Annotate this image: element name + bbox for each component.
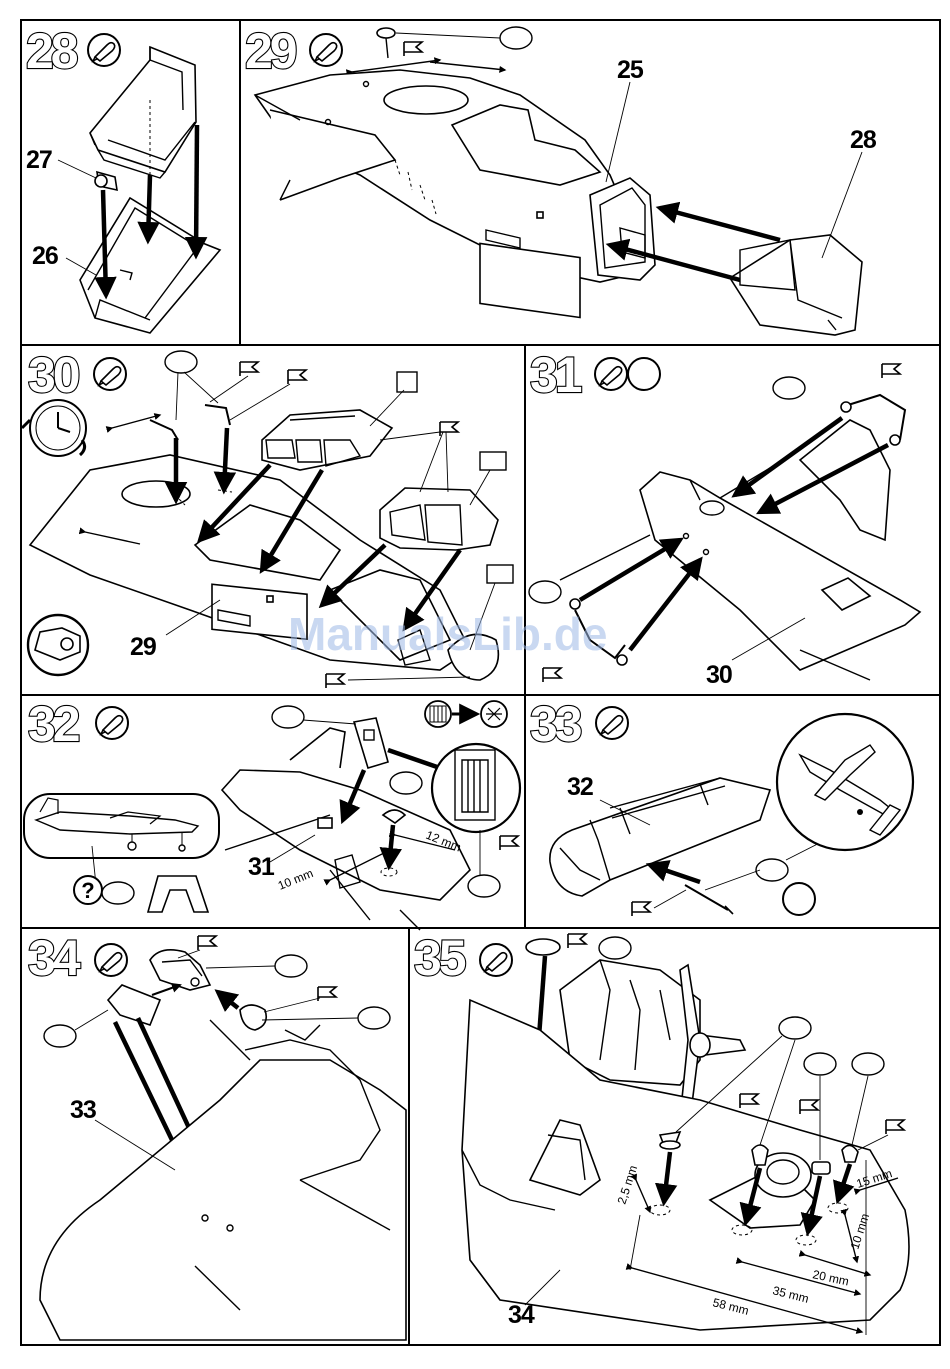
step-33-panel: 33 32 bbox=[530, 696, 913, 916]
part-label: 29 bbox=[130, 633, 156, 661]
glue-icon bbox=[88, 34, 120, 66]
step-number: 29 bbox=[245, 23, 296, 79]
paint-bubble-icon bbox=[358, 1007, 390, 1029]
tape-icon bbox=[28, 615, 88, 675]
part-label: 31 bbox=[248, 853, 275, 881]
glue-icon bbox=[480, 944, 512, 976]
paint-bubble-icon bbox=[779, 1017, 811, 1039]
step-number: 28 bbox=[26, 23, 78, 79]
paint-bubble-icon bbox=[599, 937, 631, 959]
aircraft-top-view bbox=[777, 714, 913, 850]
decal-flag-icon bbox=[632, 902, 650, 916]
paint-bubble-icon bbox=[783, 883, 815, 915]
step-number: 34 bbox=[28, 930, 81, 986]
decal-flag-icon bbox=[318, 987, 336, 1001]
aircraft-side-view bbox=[24, 794, 219, 858]
glue-icon bbox=[96, 707, 128, 739]
paint-bubble-icon bbox=[165, 351, 197, 373]
step-number: 33 bbox=[530, 696, 581, 752]
clock-icon bbox=[22, 400, 86, 456]
part-label: 30 bbox=[706, 661, 732, 689]
step-32-panel: 32 ? 31 10 mm 12 mm bbox=[24, 696, 520, 930]
step-number: 35 bbox=[414, 930, 466, 986]
glue-icon bbox=[94, 358, 126, 390]
paint-bubble-icon bbox=[468, 875, 500, 897]
decal-flag-icon bbox=[500, 836, 518, 850]
decal-flag-icon bbox=[568, 934, 586, 948]
help-icon: ? bbox=[81, 878, 94, 903]
paint-bubble-icon bbox=[773, 377, 805, 399]
mirror-symmetric-icon bbox=[425, 701, 507, 727]
decal-flag-icon bbox=[198, 936, 216, 950]
glue-icon bbox=[310, 34, 342, 66]
step-number: 31 bbox=[530, 347, 582, 403]
paint-bubble-icon bbox=[275, 955, 307, 977]
paint-bubble-icon bbox=[272, 706, 304, 728]
decal-flag-icon bbox=[886, 1120, 904, 1134]
paint-bubble-icon bbox=[500, 27, 532, 49]
step-34-panel: 34 33 bbox=[28, 930, 406, 1340]
part-label: 32 bbox=[567, 773, 593, 801]
part-label: 26 bbox=[32, 242, 58, 270]
paint-bubble-icon bbox=[852, 1053, 884, 1075]
step-28-panel: 28 27 26 bbox=[26, 23, 220, 333]
part-label: 34 bbox=[508, 1301, 535, 1329]
part-label: 28 bbox=[850, 126, 877, 154]
decal-flag-icon bbox=[288, 370, 306, 384]
decal-flag-icon bbox=[326, 674, 344, 688]
decal-flag-icon bbox=[404, 42, 422, 56]
decal-flag-icon bbox=[882, 364, 900, 378]
paint-bubble-icon bbox=[390, 772, 422, 794]
part-label: 25 bbox=[617, 56, 644, 84]
decal-flag-icon bbox=[740, 1094, 758, 1108]
turret-part bbox=[150, 950, 210, 990]
step-29-panel: 29 28 25 bbox=[245, 23, 877, 335]
step-ladder-part bbox=[148, 876, 208, 912]
dimension-label: 10 mm bbox=[276, 866, 315, 893]
step-number: 30 bbox=[28, 347, 79, 403]
decal-flag-icon bbox=[240, 362, 258, 376]
part-label: 33 bbox=[70, 1096, 96, 1124]
step-35-panel: 35 bbox=[414, 930, 909, 1335]
glue-icon bbox=[95, 944, 127, 976]
glue-icon bbox=[596, 707, 628, 739]
decal-flag-icon bbox=[800, 1100, 818, 1114]
watermark-text: ManualsLib.de bbox=[288, 608, 607, 660]
paint-bubble-icon bbox=[44, 1025, 76, 1047]
paint-bubble-icon bbox=[628, 358, 660, 390]
paint-bubble-icon bbox=[102, 882, 134, 904]
paint-bubble-icon bbox=[529, 581, 561, 603]
step-number: 32 bbox=[28, 696, 79, 752]
paint-bubble-icon bbox=[804, 1053, 836, 1075]
part-label: 27 bbox=[26, 146, 52, 174]
paint-bubble-icon bbox=[756, 859, 788, 881]
glue-icon bbox=[595, 358, 627, 390]
decal-flag-icon bbox=[543, 668, 561, 682]
